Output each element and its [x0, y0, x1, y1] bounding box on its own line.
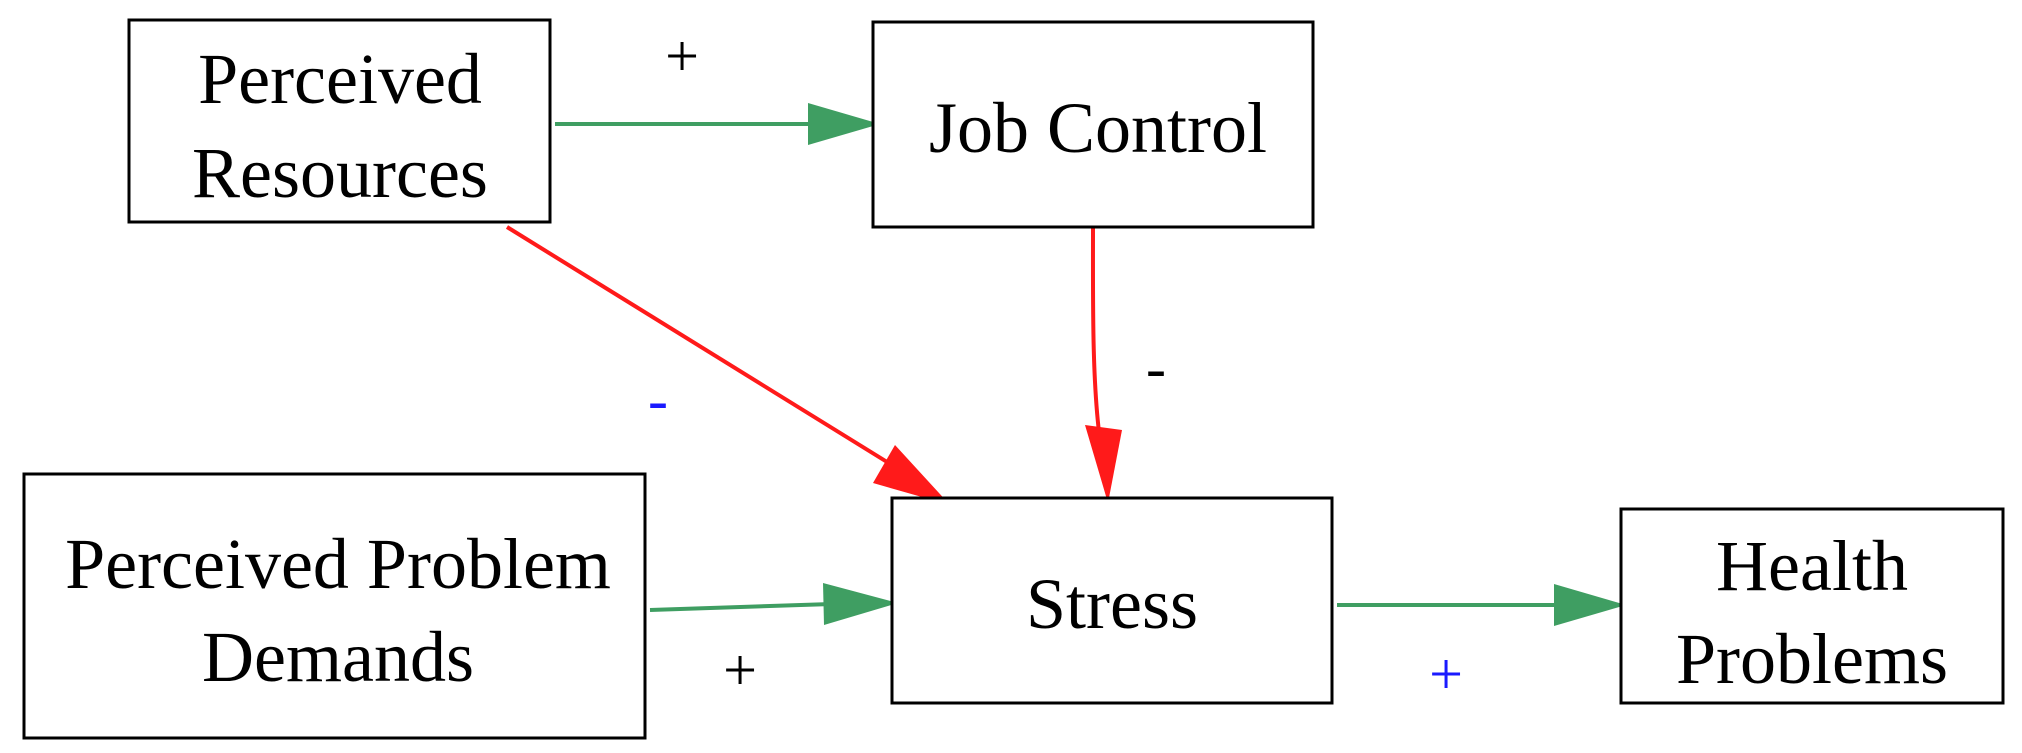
node-health-problems: Health Problems: [1619, 507, 2005, 705]
node-label-line-2: Demands: [202, 617, 474, 697]
edge-label-plus: +: [1429, 641, 1463, 707]
node-box: [890, 496, 1334, 705]
node-label-line-1: Perceived Problem: [65, 524, 611, 604]
arrowhead: [1554, 584, 1626, 626]
node-box: [127, 18, 552, 224]
edge-line: [649, 602, 833, 612]
edge-label-minus: -: [1146, 335, 1166, 401]
node-job-control: Job Control: [871, 20, 1315, 229]
node-label-line-2: Resources: [192, 133, 488, 213]
node-label-line-1: Perceived: [198, 39, 482, 119]
edge-demands-to-stress: +: [649, 583, 898, 703]
node-box: [871, 20, 1315, 229]
edge-line: [505, 225, 902, 472]
node-label: Job Control: [929, 88, 1267, 168]
arrowhead: [823, 583, 898, 625]
node-stress: Stress: [890, 496, 1334, 705]
nodes: Perceived Resources Job Control Perceive…: [22, 18, 2005, 740]
arrowhead: [808, 103, 880, 145]
arrowhead: [1085, 425, 1122, 503]
edge-job-control-to-stress: -: [1085, 227, 1166, 503]
node-label-line-2: Problems: [1676, 619, 1948, 699]
node-label: Stress: [1026, 564, 1198, 644]
node-perceived-problem-demands: Perceived Problem Demands: [22, 472, 647, 740]
node-box: [22, 472, 647, 740]
edge-label-plus: +: [723, 637, 757, 703]
node-box: [1619, 507, 2005, 705]
edge-resources-to-stress: -: [505, 225, 950, 505]
node-perceived-resources: Perceived Resources: [127, 18, 552, 224]
edge-resources-to-job-control: +: [555, 23, 880, 145]
node-label-line-1: Health: [1716, 526, 1908, 606]
edge-line: [1090, 227, 1102, 441]
edge-label-minus: -: [648, 367, 668, 433]
edges: + - - + +: [505, 23, 1626, 707]
edge-label-plus: +: [665, 23, 699, 89]
edge-stress-to-health: +: [1337, 584, 1626, 707]
arrowhead: [873, 445, 950, 505]
